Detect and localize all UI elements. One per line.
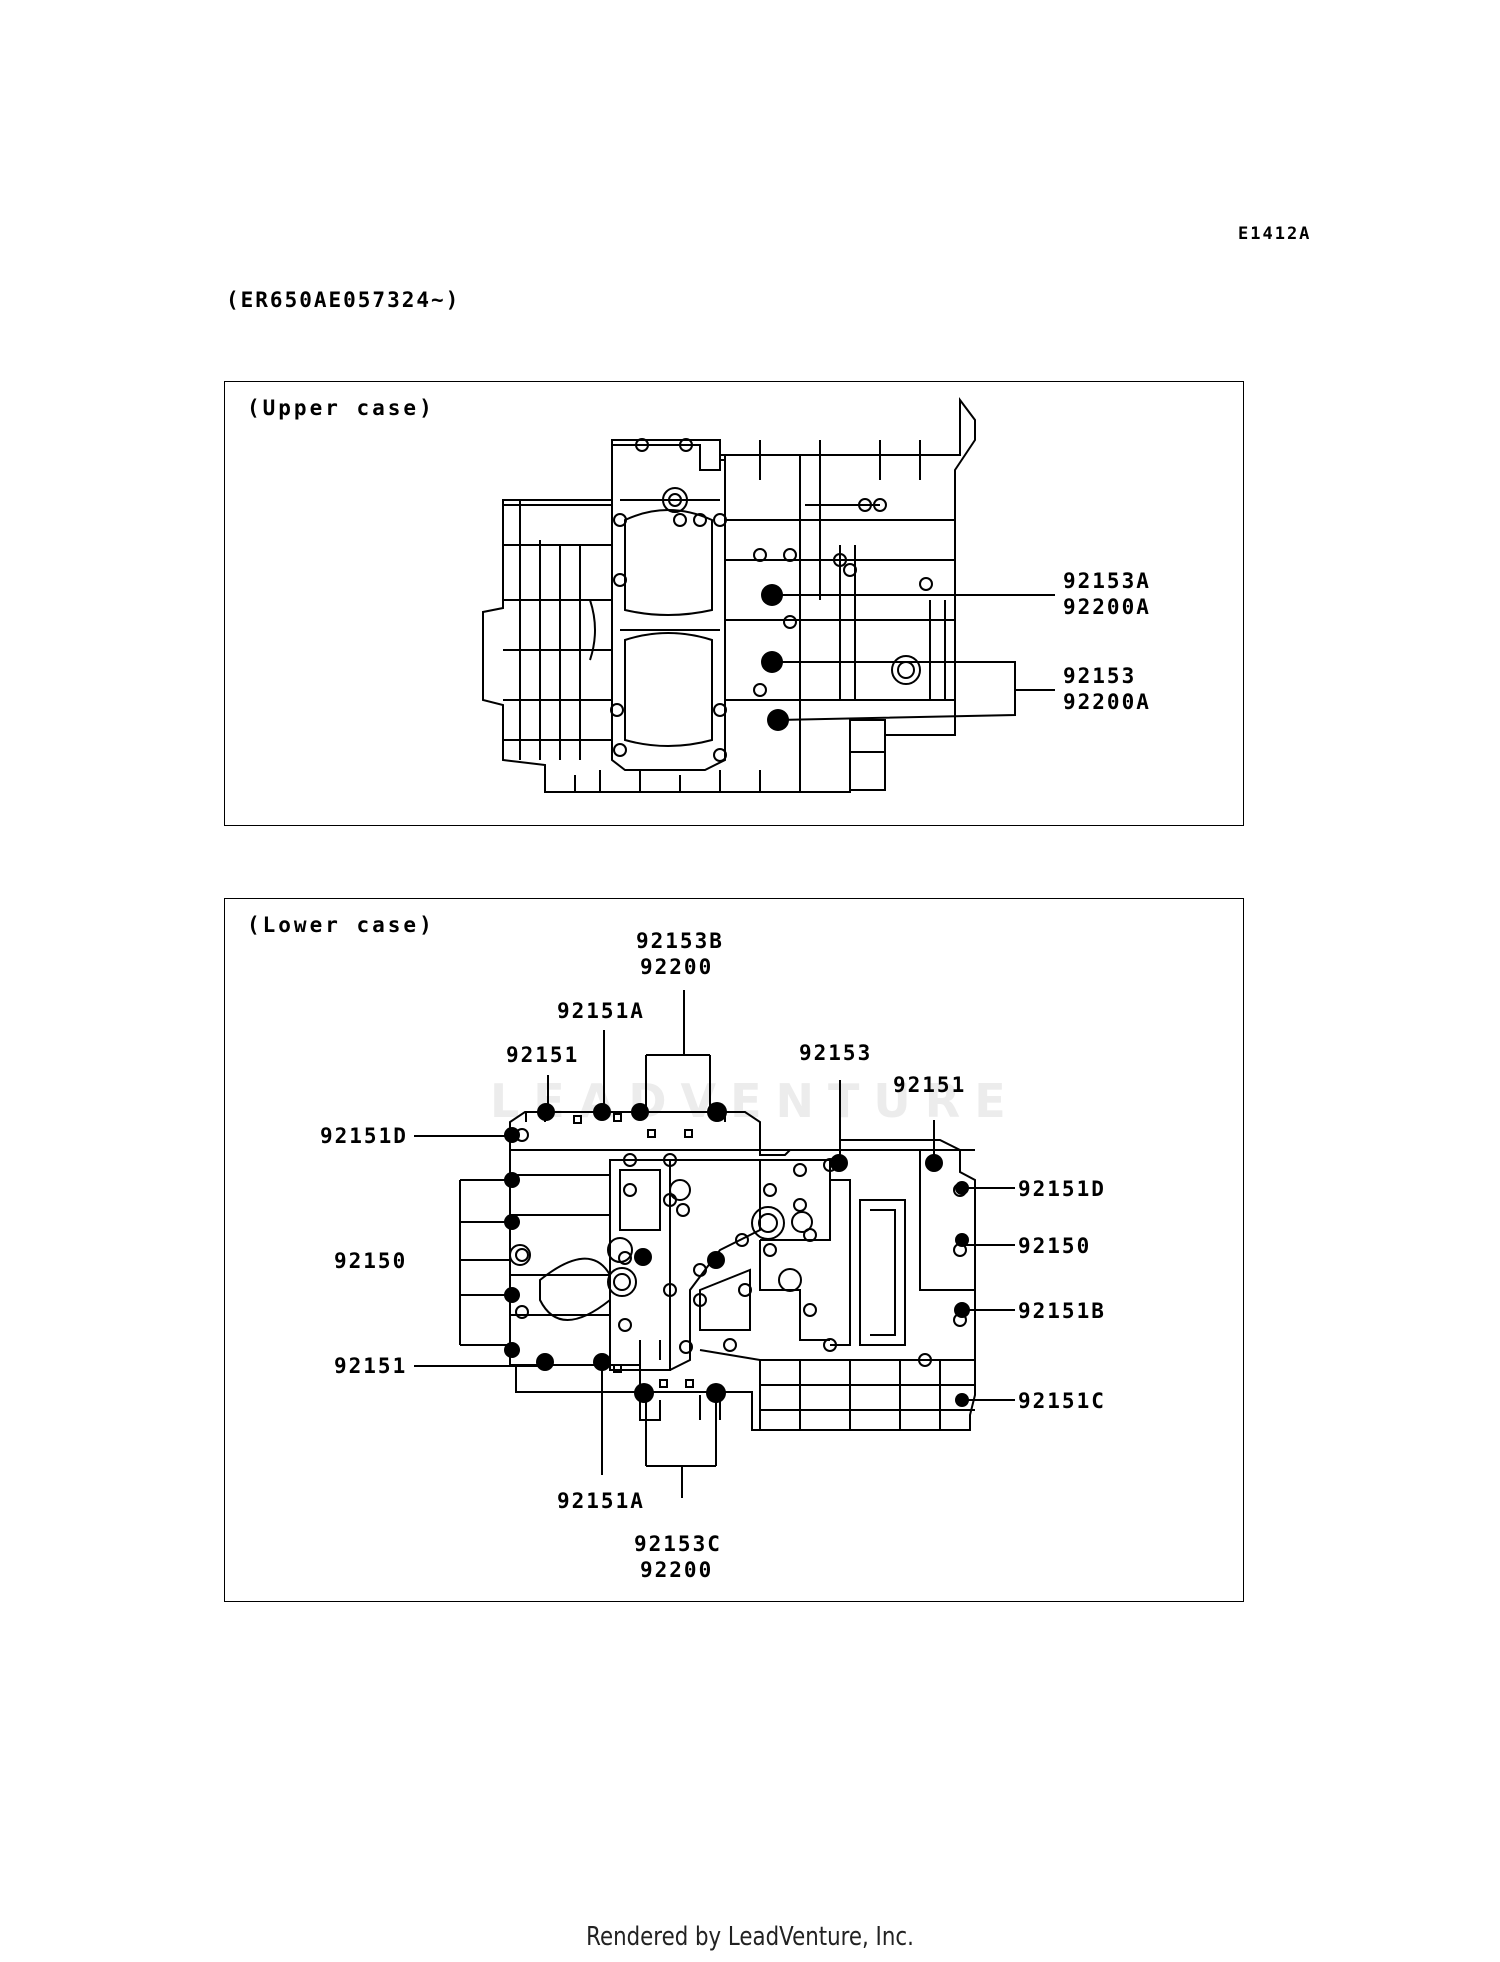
upper-case-outline [482, 397, 976, 793]
callout-92151a-bottom: 92151A [557, 1489, 645, 1513]
callout-92150-right: 92150 [1018, 1234, 1091, 1258]
callout-92151-top-right: 92151 [893, 1073, 966, 1097]
callout-92151-left: 92151 [334, 1354, 407, 1378]
callout-92151b: 92151B [1018, 1299, 1106, 1323]
lower-bolt-heads [504, 1102, 970, 1407]
callout-92153a: 92153A [1063, 569, 1151, 593]
callout-92153-lower: 92153 [799, 1041, 872, 1065]
callout-92200-bottom: 92200 [640, 1558, 713, 1582]
diagram-code: E1412A [1238, 224, 1312, 244]
callout-92151d-left: 92151D [320, 1124, 408, 1148]
serial-range: (ER650AE057324~) [226, 288, 461, 312]
callout-92200a-bottom: 92200A [1063, 690, 1151, 714]
callout-92150-left: 92150 [334, 1249, 407, 1273]
lower-case-panel: (Lower case) [224, 898, 1244, 1602]
upper-bolt-heads [761, 584, 789, 731]
callout-92200a-top: 92200A [1063, 595, 1151, 619]
callout-92153c: 92153C [634, 1532, 722, 1556]
callout-92200-top: 92200 [640, 955, 713, 979]
lower-case-title: (Lower case) [247, 913, 435, 937]
callout-92153: 92153 [1063, 664, 1136, 688]
upper-case-title: (Upper case) [247, 396, 435, 420]
callout-92151-top-left: 92151 [506, 1043, 579, 1067]
upper-leaders [772, 594, 1055, 721]
footer-credit: Rendered by LeadVenture, Inc. [586, 1922, 914, 1952]
watermark-text: LEADVENTURE [490, 1074, 1020, 1128]
callout-92153b: 92153B [636, 929, 724, 953]
callout-92151d-right: 92151D [1018, 1177, 1106, 1201]
callout-92151a-top: 92151A [557, 999, 645, 1023]
lower-leaders [414, 990, 1015, 1498]
lower-case-outline [509, 1111, 976, 1431]
callout-92151c: 92151C [1018, 1389, 1106, 1413]
